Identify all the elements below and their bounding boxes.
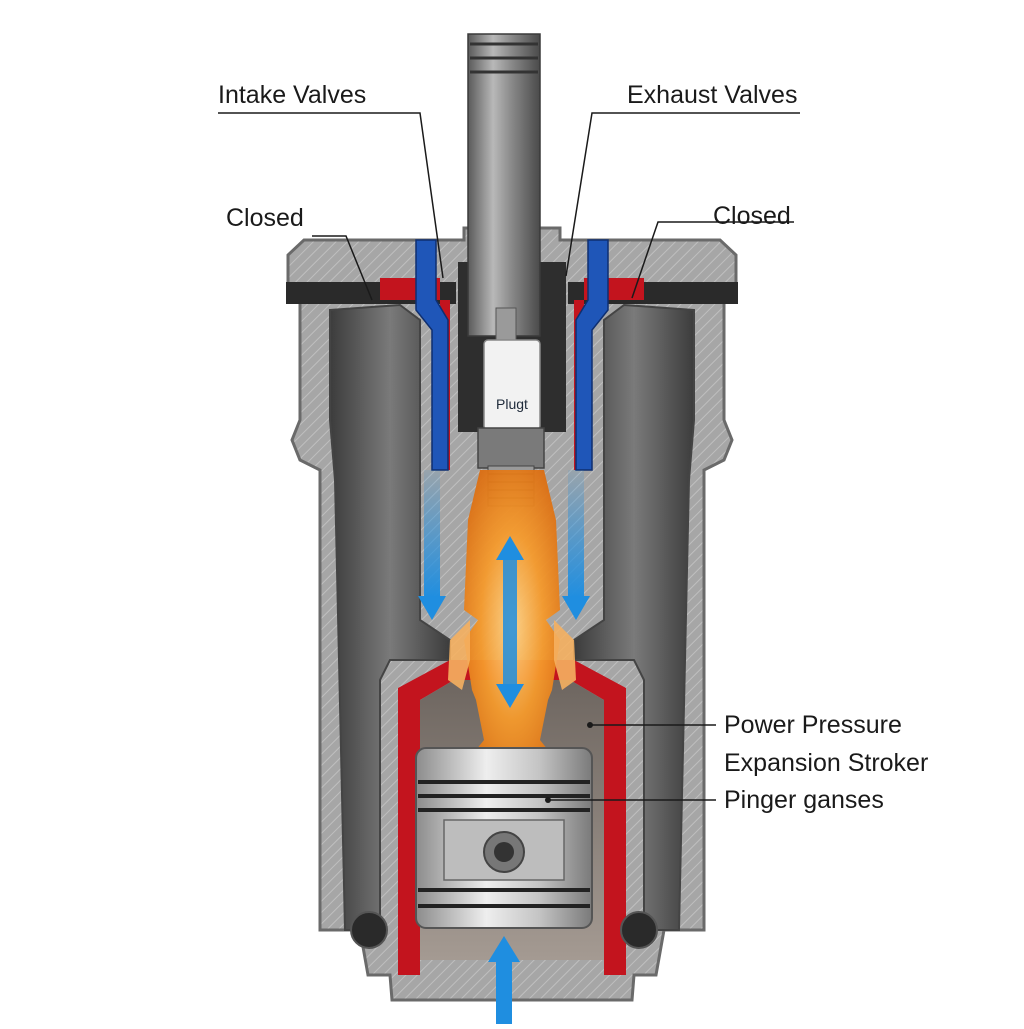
left-coolant-hole: [350, 911, 388, 949]
closed-left-label: Closed: [226, 204, 304, 232]
upper-rod: [467, 33, 541, 337]
piston: [415, 747, 593, 929]
intake-flow-arrow: [418, 470, 446, 620]
intake-channel: [415, 239, 449, 471]
flame-right-lobe: [554, 620, 576, 690]
intake-valves-label: Intake Valves: [218, 81, 367, 109]
exhaust-valves-label: Exhaust Valves: [627, 81, 798, 109]
leader-lines: [218, 112, 800, 801]
spark-plug-label: Plugt: [496, 396, 528, 412]
bottom-up-arrow: [488, 936, 520, 1024]
spark-plug: [483, 339, 541, 431]
exhaust-flow-arrow: [562, 470, 590, 620]
right-jacket-cavity: [573, 303, 695, 931]
power-pressure-label: Power Pressure: [724, 711, 902, 739]
left-jacket-cavity: [329, 303, 451, 931]
plug-terminal: [495, 307, 517, 345]
combustion-liner: [398, 660, 626, 975]
plug-hex: [477, 427, 545, 469]
expansion-stroker-label: Expansion Stroker: [724, 749, 929, 777]
pinger-ganses-label: Pinger ganses: [724, 786, 884, 814]
closed-right-label: Closed: [713, 202, 791, 230]
flame-left-lobe: [448, 620, 470, 690]
center-double-arrow: [496, 536, 524, 708]
right-coolant-hole: [620, 911, 658, 949]
